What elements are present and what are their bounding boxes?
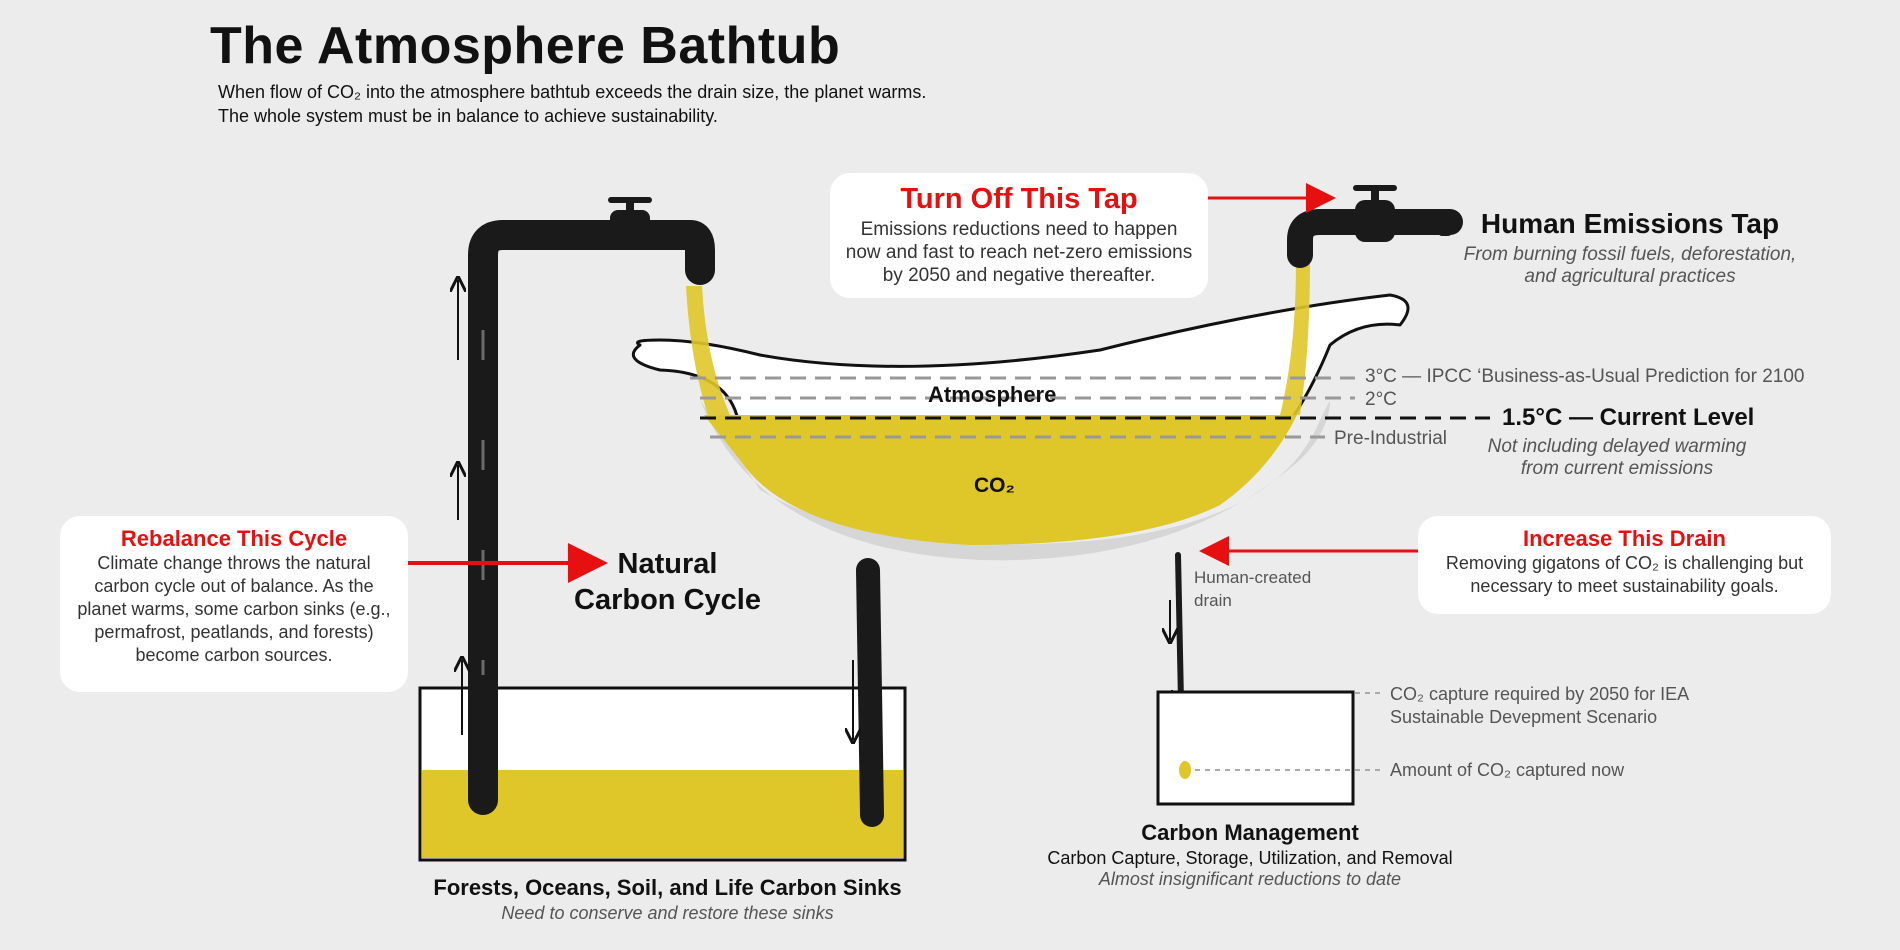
human-emissions-line-1: From burning fossil fuels, deforestation… xyxy=(1463,244,1797,265)
co2-liquid xyxy=(704,415,1297,545)
turn-off-tap-callout: Turn Off This Tap Emissions reductions n… xyxy=(830,173,1208,298)
capture-required-line-1: CO₂ capture required by 2050 for IEA xyxy=(1390,684,1690,704)
atmosphere-label: Atmosphere xyxy=(928,382,1057,407)
carbon-management-label: Carbon Management Carbon Capture, Storag… xyxy=(1010,820,1490,890)
delayed-warming-note: Not including delayed warming from curre… xyxy=(1440,436,1794,480)
human-drain-label: Human-created drain xyxy=(1194,566,1311,612)
subtitle-line-1: When flow of CO₂ into the atmosphere bat… xyxy=(218,82,927,102)
page-title: The Atmosphere Bathtub xyxy=(210,17,841,75)
natural-cycle-pipe xyxy=(468,220,715,815)
captured-now-label: Amount of CO₂ captured now xyxy=(1390,760,1625,780)
natural-cycle-line-1: Natural xyxy=(617,548,718,580)
capture-required-line-2: Sustainable Devepment Scenario xyxy=(1390,707,1658,727)
increase-drain-heading: Increase This Drain xyxy=(1523,526,1726,551)
turn-off-tap-body: Emissions reductions need to happen now … xyxy=(845,219,1193,286)
level-current-label: 1.5°C — Current Level xyxy=(1502,404,1755,431)
increase-drain-body: Removing gigatons of CO₂ is challenging … xyxy=(1445,553,1804,596)
level-3c-label: 3°C — IPCC ‘Business-as-Usual Prediction… xyxy=(1365,366,1805,387)
human-emissions-title: Human Emissions Tap xyxy=(1480,208,1780,239)
captured-drop xyxy=(1179,761,1191,779)
carbon-sinks-label: Forests, Oceans, Soil, and Life Carbon S… xyxy=(400,875,935,924)
page-subtitle: When flow of CO₂ into the atmosphere bat… xyxy=(218,80,1118,128)
carbon-management-line-1: Carbon Capture, Storage, Utilization, an… xyxy=(1047,848,1453,868)
natural-cycle-label: Natural Carbon Cycle xyxy=(570,546,765,618)
carbon-sinks-title: Forests, Oceans, Soil, and Life Carbon S… xyxy=(433,875,902,900)
human-emissions-pipe xyxy=(1287,209,1463,268)
carbon-sinks-note: Need to conserve and restore these sinks xyxy=(501,903,834,923)
human-drain-line-2: drain xyxy=(1194,591,1232,610)
delayed-warming-line-1: Not including delayed warming xyxy=(1487,436,1747,457)
level-pre-label: Pre-Industrial xyxy=(1334,428,1447,449)
rebalance-body: Climate change throws the natural carbon… xyxy=(77,553,391,665)
level-2c-label: 2°C xyxy=(1365,389,1397,410)
carbon-management-line-2: Almost insignificant reductions to date xyxy=(1098,869,1402,889)
human-emissions-label: Human Emissions Tap From burning fossil … xyxy=(1440,208,1820,288)
human-emissions-line-2: and agricultural practices xyxy=(1524,266,1736,287)
increase-drain-callout: Increase This Drain Removing gigatons of… xyxy=(1418,516,1831,614)
co2-label: CO₂ xyxy=(974,474,1015,497)
carbon-management-title: Carbon Management xyxy=(1141,820,1359,845)
left-tap-handle xyxy=(608,197,652,240)
delayed-warming-line-2: from current emissions xyxy=(1520,458,1714,479)
carbon-management-tank xyxy=(1156,690,1355,806)
rebalance-callout: Rebalance This Cycle Climate change thro… xyxy=(60,516,408,692)
left-tap-stream xyxy=(686,286,730,415)
rebalance-heading: Rebalance This Cycle xyxy=(120,526,348,551)
natural-cycle-line-2: Carbon Cycle xyxy=(574,584,761,616)
right-tap-handle xyxy=(1353,185,1397,242)
capture-required-label: CO₂ capture required by 2050 for IEA Sus… xyxy=(1390,683,1689,729)
human-drain-line-1: Human-created xyxy=(1194,568,1312,587)
subtitle-line-2: The whole system must be in balance to a… xyxy=(218,106,718,126)
turn-off-tap-heading: Turn Off This Tap xyxy=(900,183,1138,215)
